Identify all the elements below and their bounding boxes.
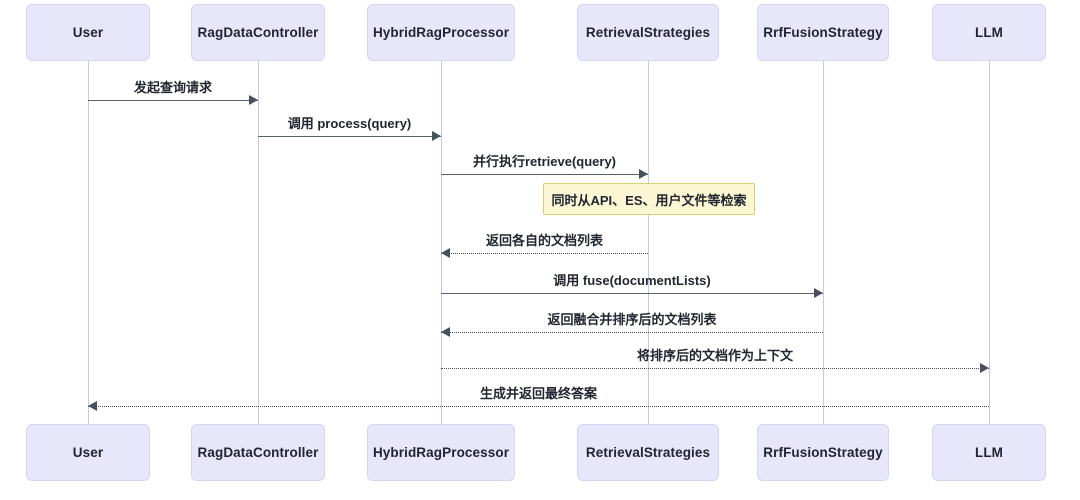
participant-label: User xyxy=(72,445,104,460)
participant-label: RetrievalStrategies xyxy=(585,25,711,40)
lifeline-user xyxy=(88,61,89,424)
message-label: 发起查询请求 xyxy=(133,80,213,95)
message-line xyxy=(88,406,989,407)
message-label: 调用 fuse(documentLists) xyxy=(553,273,711,288)
message-label: 生成并返回最终答案 xyxy=(479,386,598,401)
message-label: 将排序后的文档作为上下文 xyxy=(636,348,794,363)
participant-bottom-llm[interactable]: LLM xyxy=(932,424,1046,481)
lifeline-processor xyxy=(441,61,442,424)
participant-bottom-processor[interactable]: HybridRagProcessor xyxy=(367,424,515,481)
message-label: 返回融合并排序后的文档列表 xyxy=(547,312,717,327)
participant-label: RetrievalStrategies xyxy=(585,445,711,460)
participant-label: LLM xyxy=(974,25,1004,40)
participant-top-controller[interactable]: RagDataController xyxy=(191,4,325,61)
arrow-head-right-icon xyxy=(639,169,648,179)
participant-top-user[interactable]: User xyxy=(26,4,150,61)
arrow-head-right-icon xyxy=(432,131,441,141)
arrow-head-right-icon xyxy=(249,95,258,105)
message-label: 返回各自的文档列表 xyxy=(485,233,604,248)
participant-top-llm[interactable]: LLM xyxy=(932,4,1046,61)
arrow-head-left-icon xyxy=(441,248,450,258)
arrow-head-left-icon xyxy=(441,327,450,337)
participant-label: RrfFusionStrategy xyxy=(763,25,883,40)
message-line xyxy=(441,293,823,294)
lifeline-controller xyxy=(258,61,259,424)
message-line xyxy=(88,100,258,101)
arrow-head-right-icon xyxy=(980,363,989,373)
participant-top-rrf[interactable]: RrfFusionStrategy xyxy=(757,4,889,61)
participant-bottom-controller[interactable]: RagDataController xyxy=(191,424,325,481)
message-label: 并行执行retrieve(query) xyxy=(472,154,617,169)
participant-label: User xyxy=(72,25,104,40)
message-line xyxy=(441,332,823,333)
message-line xyxy=(441,253,648,254)
lifeline-rrf xyxy=(823,61,824,424)
arrow-head-right-icon xyxy=(814,288,823,298)
participant-bottom-user[interactable]: User xyxy=(26,424,150,481)
note-n1: 同时从API、ES、用户文件等检索 xyxy=(543,183,755,215)
participant-top-processor[interactable]: HybridRagProcessor xyxy=(367,4,515,61)
participant-label: RrfFusionStrategy xyxy=(763,445,883,460)
participant-bottom-rrf[interactable]: RrfFusionStrategy xyxy=(757,424,889,481)
participant-label: HybridRagProcessor xyxy=(372,25,510,40)
arrow-head-left-icon xyxy=(88,401,97,411)
participant-label: HybridRagProcessor xyxy=(372,445,510,460)
lifeline-llm xyxy=(989,61,990,424)
message-label: 调用 process(query) xyxy=(287,116,412,131)
participant-label: RagDataController xyxy=(197,445,319,460)
participant-label: RagDataController xyxy=(197,25,319,40)
lifeline-retrieval xyxy=(648,61,649,424)
participant-label: LLM xyxy=(974,445,1004,460)
participant-bottom-retrieval[interactable]: RetrievalStrategies xyxy=(577,424,719,481)
message-line xyxy=(441,174,648,175)
message-line xyxy=(441,368,989,369)
message-line xyxy=(258,136,441,137)
participant-top-retrieval[interactable]: RetrievalStrategies xyxy=(577,4,719,61)
